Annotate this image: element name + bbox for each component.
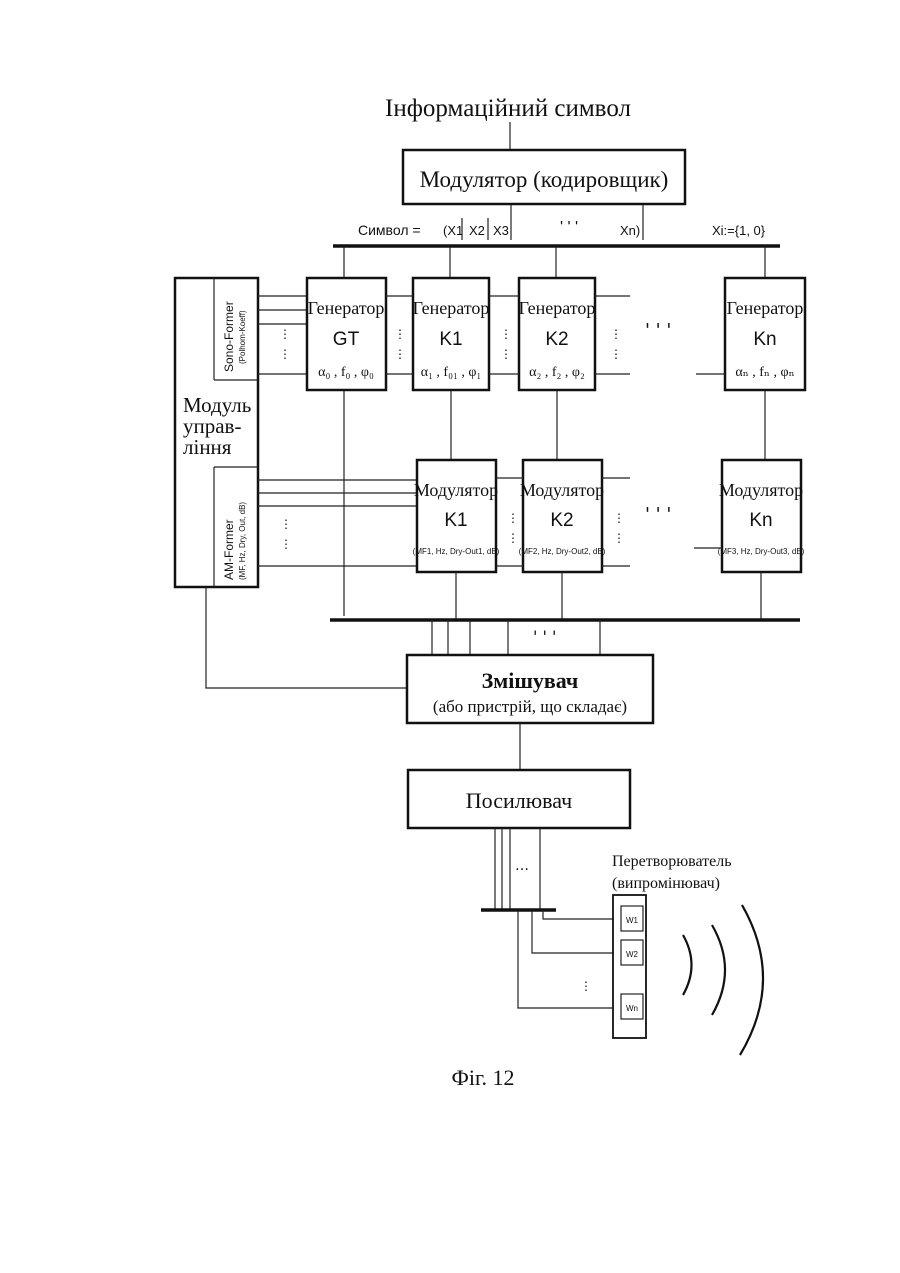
svg-text:⋮: ⋮	[280, 537, 292, 551]
svg-text:⋮: ⋮	[279, 327, 291, 341]
figure-caption: Фіг. 12	[451, 1065, 514, 1090]
modulator-kn-id: Kn	[749, 510, 772, 531]
svg-text:⋮: ⋮	[500, 347, 512, 361]
symbol-bit-2: X2	[469, 223, 485, 238]
modulator-k2-id: K2	[550, 510, 573, 531]
modulators-ellipsis: ' ' '	[645, 504, 671, 525]
svg-text:⋮: ⋮	[610, 327, 622, 341]
generator-gt-id: GT	[333, 329, 360, 350]
generator-kn-title: Генератор	[727, 298, 804, 318]
sono-former-label: Sono-Former	[222, 301, 236, 372]
svg-text:⋮: ⋮	[394, 327, 406, 341]
svg-text:⋮: ⋮	[507, 531, 519, 545]
svg-text:⋮: ⋮	[279, 347, 291, 361]
svg-text:⋮: ⋮	[394, 347, 406, 361]
transducer-line1: Перетворюватель	[612, 853, 732, 870]
transducer-w2-label: W2	[626, 950, 639, 959]
amplifier-outputs-ellipsis: …	[515, 858, 529, 874]
mixer-subtitle: (або пристрій, що складає)	[433, 697, 627, 716]
svg-text:⋮: ⋮	[613, 511, 625, 525]
transducer-line2: (випромінювач)	[612, 875, 720, 892]
generator-gt-title: Генератор	[308, 298, 385, 318]
control-module-line3: ління	[183, 435, 232, 459]
wave-medium	[712, 925, 725, 1015]
modulator-k1-id: K1	[444, 510, 467, 531]
symbol-bit-1: (X1	[443, 223, 463, 238]
am-former-sub: (MF, Hz, Dry, Out, dB)	[238, 502, 247, 580]
xi-definition: Xi:={1, 0}	[712, 223, 766, 238]
wave-small	[683, 935, 692, 995]
symbol-bit-n: Xn)	[620, 223, 640, 238]
generator-k2-params: α₂ , f₂ , φ₂	[529, 365, 585, 380]
modulator-kn-title: Модулятор	[719, 480, 803, 500]
amplifier-label: Посилювач	[466, 788, 572, 813]
symbol-bit-3: X3	[493, 223, 509, 238]
generator-k1-id: K1	[439, 329, 462, 350]
modulator-k2-title: Модулятор	[520, 480, 604, 500]
svg-text:⋮: ⋮	[580, 979, 592, 993]
generator-k2-id: K2	[545, 329, 568, 350]
mixer-title: Змішувач	[482, 668, 579, 693]
generator-k2-title: Генератор	[519, 298, 596, 318]
transducer-w1-label: W1	[626, 916, 639, 925]
modulator-k1-title: Модулятор	[414, 480, 498, 500]
generator-k1-title: Генератор	[413, 298, 490, 318]
modulator-kn-params: (MF3, Hz, Dry-Out3, dB)	[718, 547, 805, 556]
symbol-bit-ellipsis: ' ' '	[560, 219, 578, 236]
coder-label: Модулятор (кодировщик)	[420, 167, 669, 192]
am-former-label: AM-Former	[222, 519, 236, 580]
generator-gt-params: α₀ , f₀ , φ₀	[318, 365, 374, 380]
generators-ellipsis: ' ' '	[645, 320, 671, 341]
generator-kn-params: αₙ , fₙ , φₙ	[735, 365, 794, 380]
svg-text:⋮: ⋮	[507, 511, 519, 525]
generator-kn-id: Kn	[753, 329, 776, 350]
svg-text:⋮: ⋮	[280, 517, 292, 531]
svg-text:⋮: ⋮	[613, 531, 625, 545]
modulator-k2-params: (MF2, Hz, Dry-Out2, dB)	[519, 547, 606, 556]
svg-text:⋮: ⋮	[610, 347, 622, 361]
svg-text:⋮: ⋮	[500, 327, 512, 341]
mixer-inputs-ellipsis: ' ' '	[533, 627, 556, 646]
sono-former-sub: (Polhom-Koeff)	[238, 310, 247, 364]
generator-k1-params: α₁ , f₀₁ , φ₁	[421, 365, 482, 380]
wave-large	[740, 905, 763, 1055]
transducer-wn-label: Wn	[626, 1004, 638, 1013]
modulator-k1-params: (MF1, Hz, Dry-Out1, dB)	[413, 547, 500, 556]
diagram-title: Інформаційний символ	[385, 95, 631, 122]
symbol-label: Символ =	[358, 222, 421, 238]
